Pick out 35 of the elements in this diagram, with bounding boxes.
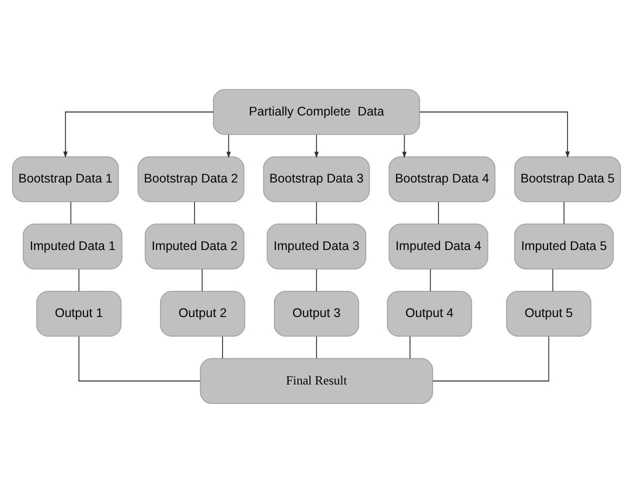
node-box: Imputed Data 5 xyxy=(514,224,614,270)
node-box: Bootstrap Data 5 xyxy=(514,156,621,202)
node-box: Bootstrap Data 4 xyxy=(388,156,496,202)
connector xyxy=(202,268,203,292)
node-box: Partially Complete Data xyxy=(212,89,420,135)
arrow xyxy=(314,134,319,158)
connector xyxy=(316,336,317,359)
connector xyxy=(438,202,439,224)
node-box: Imputed Data 3 xyxy=(266,224,366,270)
node-box: Output 2 xyxy=(160,290,246,337)
arrow xyxy=(63,112,214,158)
connector xyxy=(552,268,554,292)
arrow xyxy=(402,134,407,158)
arrow xyxy=(226,134,231,158)
connector xyxy=(194,202,195,224)
connector xyxy=(316,268,317,292)
node-box: Bootstrap Data 1 xyxy=(12,156,119,202)
connector xyxy=(432,336,550,382)
node-box: Output 4 xyxy=(386,290,472,337)
connector xyxy=(222,336,224,359)
node-box: Final Result xyxy=(200,358,434,404)
node-box: Bootstrap Data 2 xyxy=(138,156,244,202)
arrow xyxy=(419,112,570,158)
connector xyxy=(70,202,72,224)
node-box: Output 3 xyxy=(274,290,360,337)
node-box: Imputed Data 1 xyxy=(22,224,122,270)
node-box: Output 5 xyxy=(506,290,592,337)
node-box: Output 1 xyxy=(36,290,122,337)
node-box: Bootstrap Data 3 xyxy=(263,156,370,202)
connector xyxy=(316,202,317,224)
connector xyxy=(430,268,431,292)
connector xyxy=(78,336,201,382)
node-box: Imputed Data 2 xyxy=(144,224,244,270)
connector xyxy=(78,268,80,292)
node-box: Imputed Data 4 xyxy=(388,224,488,270)
